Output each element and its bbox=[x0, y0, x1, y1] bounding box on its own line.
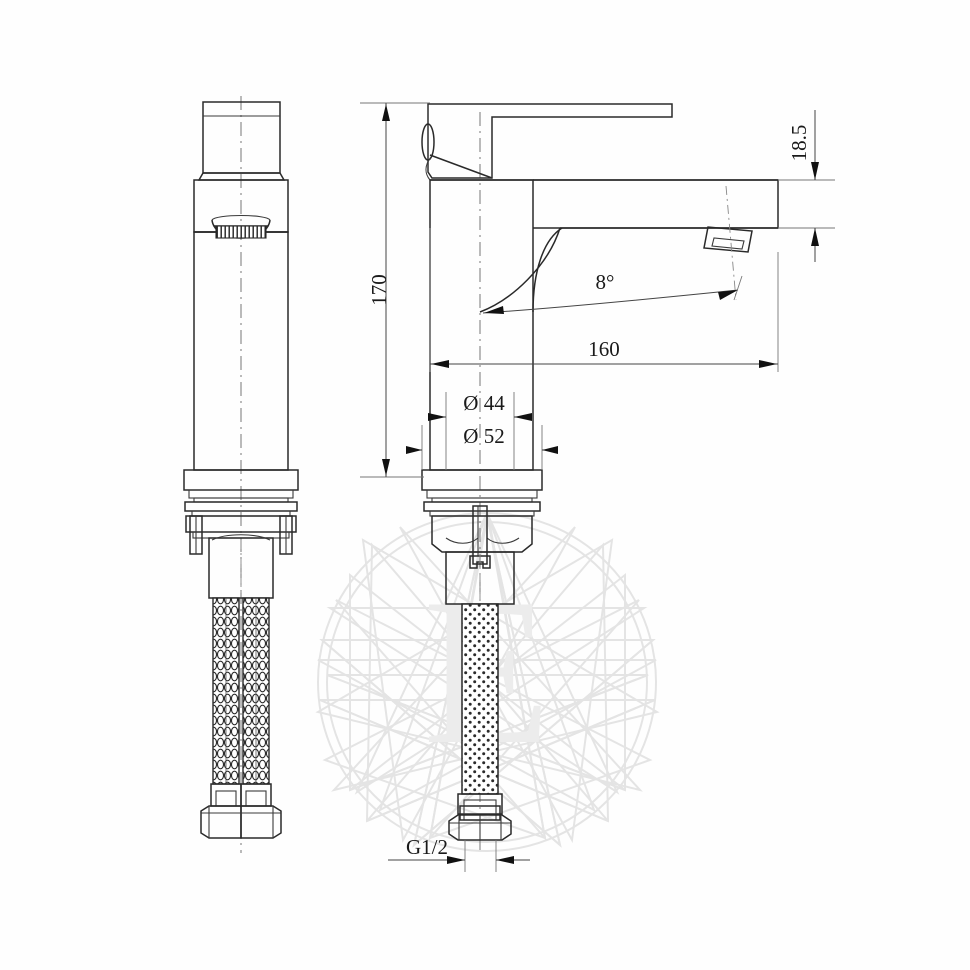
side-view bbox=[421, 103, 779, 850]
aerator bbox=[211, 215, 271, 239]
dimension-thread-g12 bbox=[388, 840, 530, 872]
dimension-height-170 bbox=[360, 102, 430, 478]
hose-ferrules bbox=[210, 783, 272, 807]
mounting-bracket bbox=[431, 505, 533, 569]
spout-profile bbox=[479, 227, 778, 313]
dimension-spout-thickness-18-5 bbox=[778, 110, 835, 262]
dimension-label-spout-thickness: 18.5 bbox=[787, 125, 811, 162]
mounting-bracket bbox=[185, 515, 297, 555]
top-cap bbox=[202, 101, 281, 174]
braided-supply-hoses bbox=[212, 597, 270, 785]
hose-connector-nut bbox=[448, 814, 512, 841]
dimension-spout-angle-8deg bbox=[482, 275, 743, 314]
base-escutcheon bbox=[421, 469, 543, 503]
dimension-spout-reach-160 bbox=[429, 228, 779, 372]
front-view bbox=[183, 96, 299, 853]
dimension-label-angle-8deg: 8° bbox=[596, 270, 615, 294]
braided-supply-hose bbox=[461, 603, 499, 795]
lever-handle bbox=[421, 103, 673, 181]
dimension-label-diameter-52: Ø 52 bbox=[463, 424, 504, 448]
aerator bbox=[703, 185, 753, 301]
dimension-label-height-170: 170 bbox=[367, 274, 391, 306]
dimension-diameter-52 bbox=[406, 425, 558, 470]
hose-connector-nuts bbox=[200, 805, 282, 839]
dimension-label-thread-g12: G1/2 bbox=[406, 835, 448, 859]
threaded-shank bbox=[208, 534, 274, 599]
dimension-label-spout-reach-160: 160 bbox=[588, 337, 620, 361]
dimension-label-diameter-44: Ø 44 bbox=[463, 391, 505, 415]
dimension-diameter-44 bbox=[428, 392, 532, 470]
